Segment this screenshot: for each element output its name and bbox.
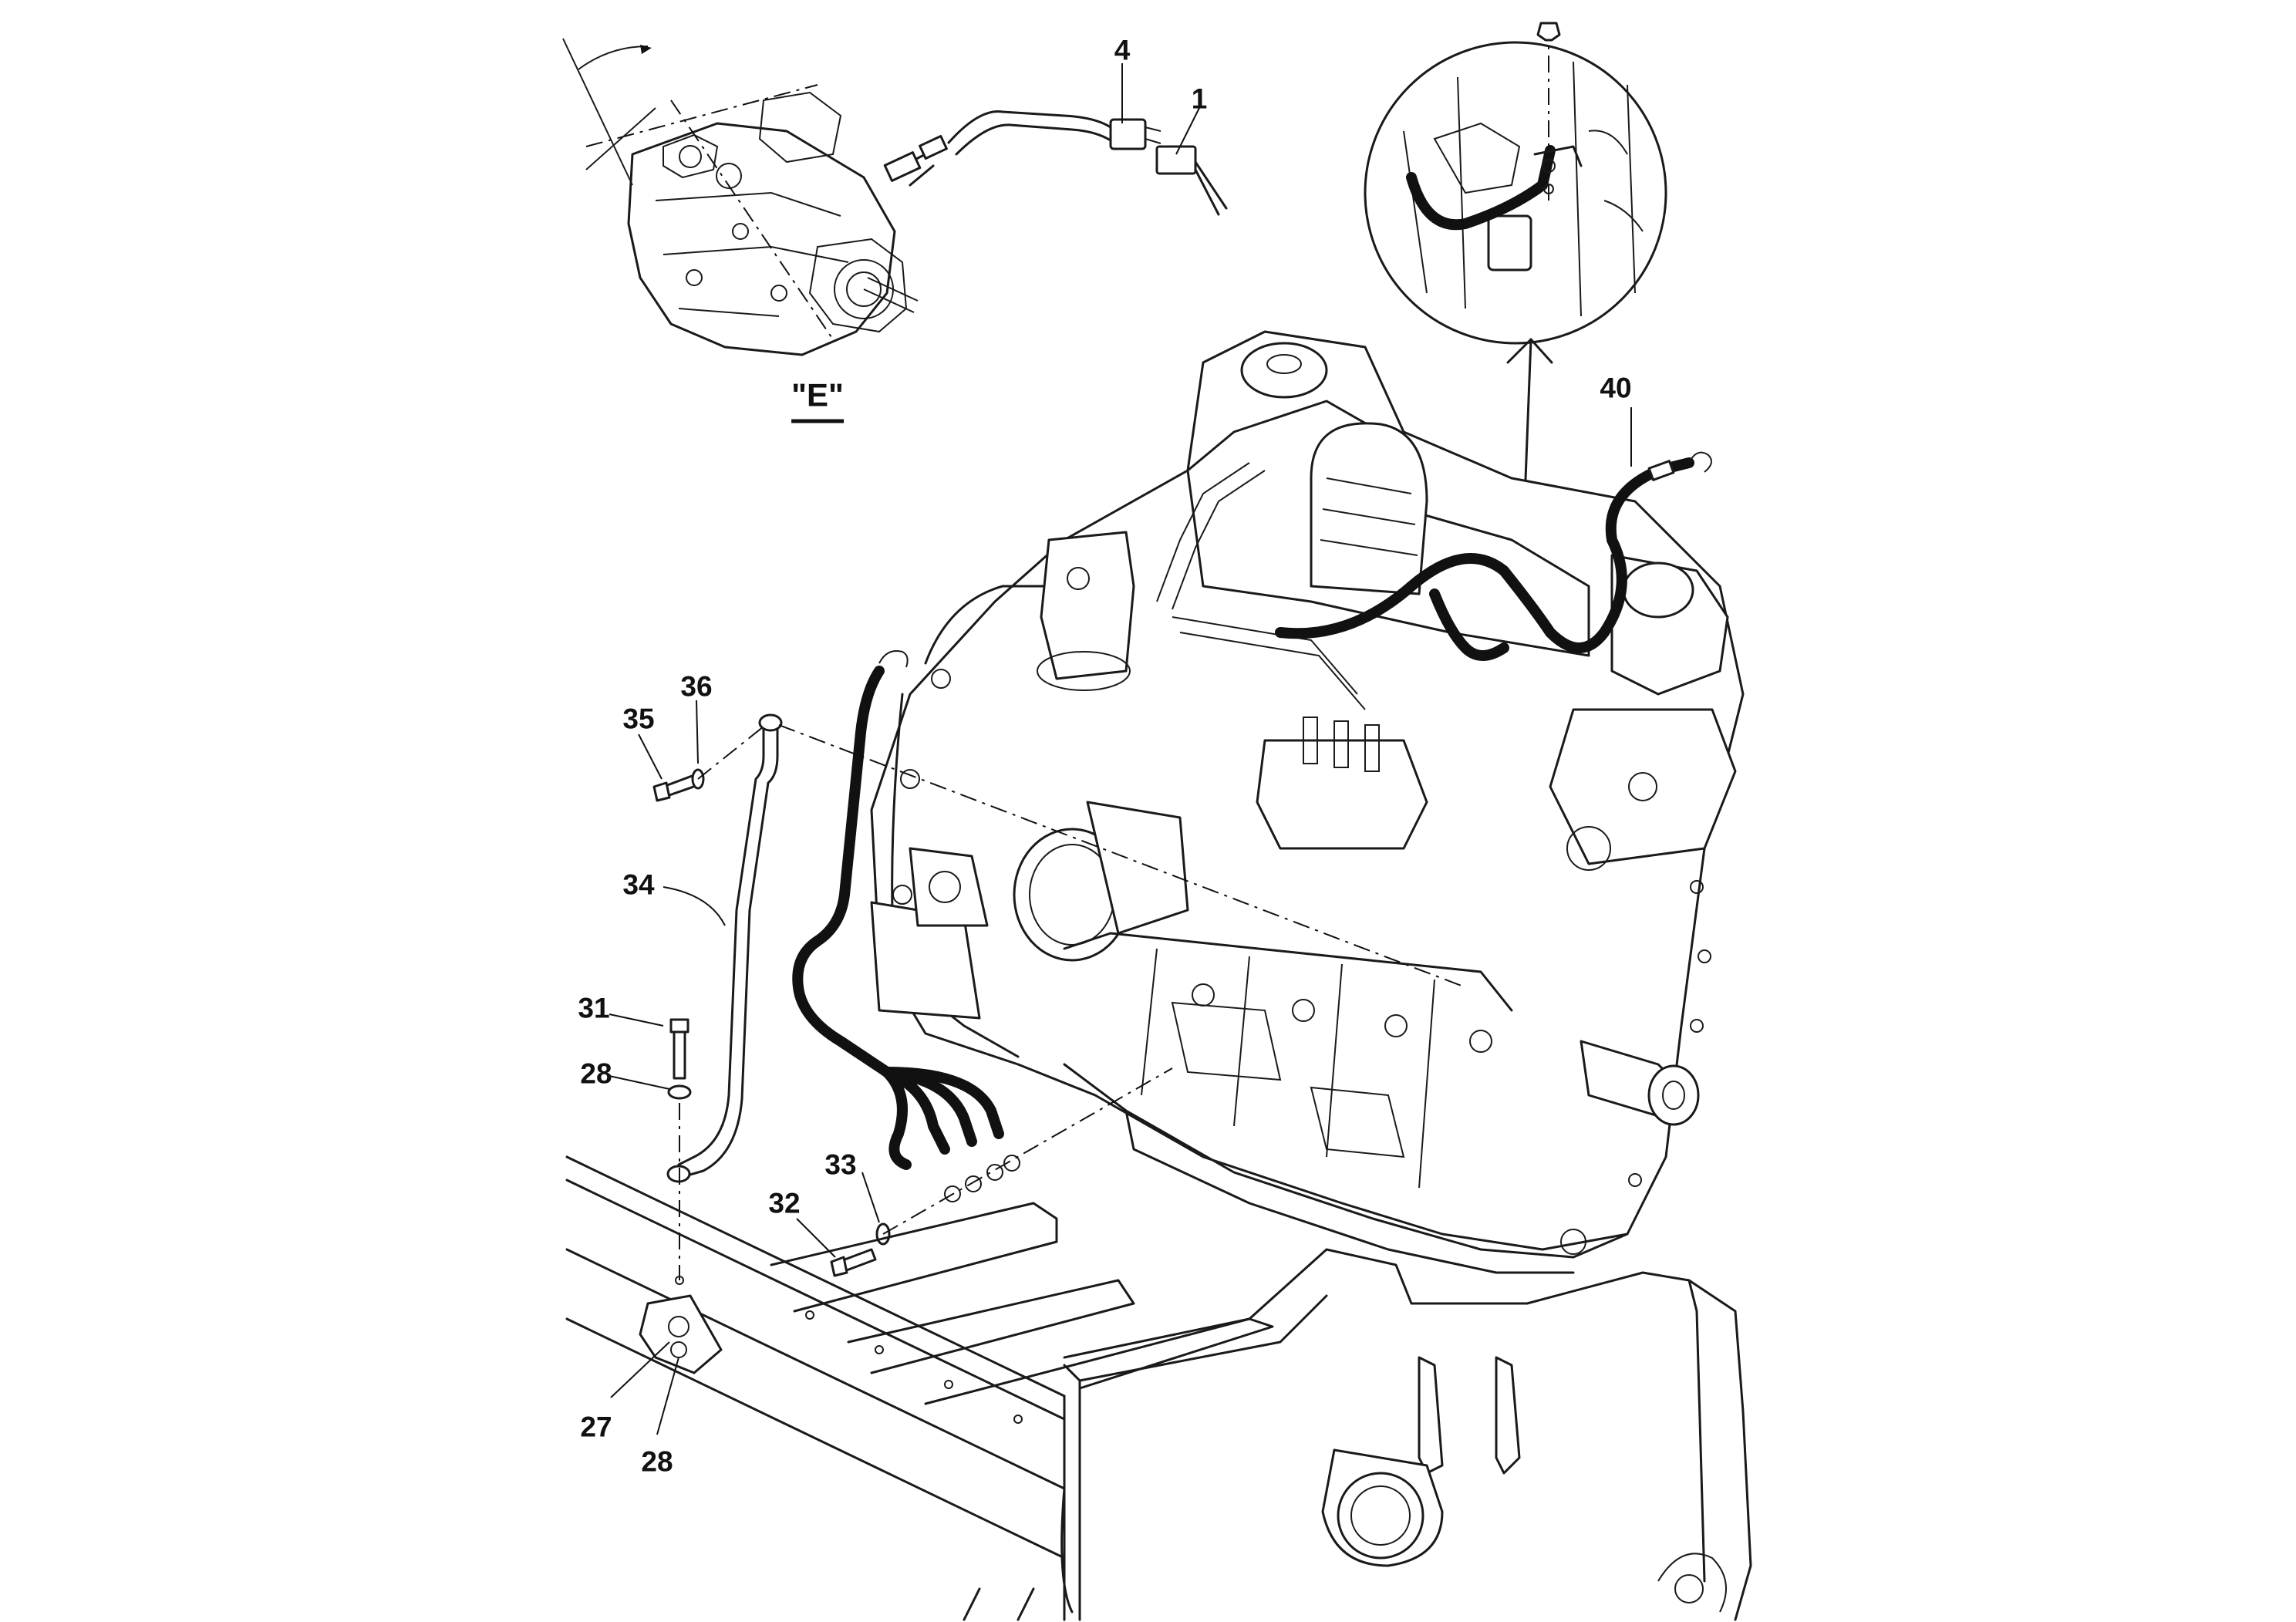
leader-lines [609,63,1632,1435]
zoom-detail-circle [1364,22,1667,345]
callout-28-upper: 28 [580,1057,612,1090]
callout-36: 36 [680,670,713,703]
callout-32: 32 [768,1187,801,1219]
callout-40: 40 [1600,372,1632,404]
callout-28-lower: 28 [641,1445,673,1478]
callout-27: 27 [580,1411,612,1443]
fasteners-harness [830,1067,1173,1277]
callout-4: 4 [1114,34,1131,66]
fasteners-left [652,726,764,1285]
callout-1: 1 [1191,83,1208,115]
return-pipe-item-34 [666,713,1466,1183]
cable-connector-item-4 [883,110,1228,216]
machine-frame [565,1155,1752,1621]
callout-34: 34 [622,868,655,901]
callout-35: 35 [622,703,655,735]
view-label-e: "E" [791,379,844,423]
callout-31: 31 [578,992,610,1024]
engine-block [870,330,1745,1274]
callout-33: 33 [824,1148,857,1181]
detail-e-pump [562,38,919,356]
wiring-harness-hoses [792,451,1712,1170]
